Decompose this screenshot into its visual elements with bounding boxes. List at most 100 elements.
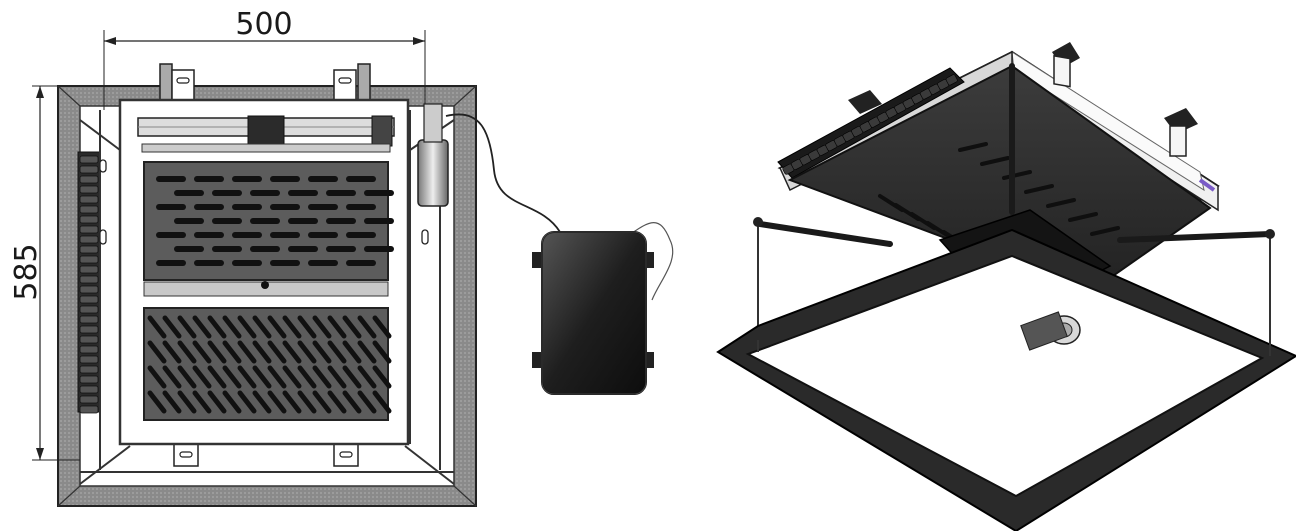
grille-slot [357, 365, 377, 389]
grille-slot [177, 340, 197, 364]
grille-slot [252, 365, 272, 389]
isometric-view [716, 42, 1296, 531]
grille-slot [156, 176, 186, 182]
grille-slot [267, 390, 287, 414]
height-dimension-label: 585 [9, 243, 44, 300]
chain-link [79, 305, 99, 314]
grille-slot [326, 246, 356, 252]
iso-bracket-1 [1052, 42, 1080, 88]
chain-link [79, 205, 99, 214]
chain-link [79, 405, 99, 414]
grille-slot [288, 246, 318, 252]
grille-slot [192, 365, 212, 389]
vent-slot [1046, 198, 1076, 208]
grille-slot [372, 340, 392, 364]
grille-slot [267, 315, 287, 339]
grille-slot [207, 340, 227, 364]
control-cable [445, 113, 561, 233]
grille-slot [250, 190, 280, 196]
grille-slot [308, 204, 338, 210]
grille-slot [250, 218, 280, 224]
grille-slot [372, 315, 392, 339]
chain-link [79, 185, 99, 194]
grille-slot [194, 260, 224, 266]
grille-slot [282, 315, 302, 339]
grille-slot [357, 340, 377, 364]
grille-slot [312, 340, 332, 364]
grille-slot [192, 390, 212, 414]
chain-link [79, 345, 99, 354]
grille-slot [232, 260, 262, 266]
grille-slot [312, 390, 332, 414]
chain-link [79, 275, 99, 284]
grille-slot [327, 365, 347, 389]
grille-slot [237, 390, 257, 414]
grille-slot [212, 246, 242, 252]
chain-link [79, 295, 99, 304]
grille-slot [342, 315, 362, 339]
grille-slot [297, 315, 317, 339]
width-dimension: 500 [103, 7, 426, 110]
grille-slot [237, 340, 257, 364]
grille-slot [346, 260, 376, 266]
grille-slot [312, 315, 332, 339]
grille-slot [207, 315, 227, 339]
grille-slot [156, 204, 186, 210]
chain-link [79, 255, 99, 264]
grille-slot [192, 315, 212, 339]
chain-link [79, 395, 99, 404]
chain-link [79, 285, 99, 294]
grille-slot [232, 204, 262, 210]
grille-slot [297, 365, 317, 389]
control-box [532, 222, 674, 395]
grille-slot [194, 232, 224, 238]
chain-link [79, 195, 99, 204]
grille-slot [364, 190, 394, 196]
grille-slot [207, 365, 227, 389]
grille-slot [222, 365, 242, 389]
chain-link [79, 375, 99, 384]
grille-slot [270, 260, 300, 266]
grille-slot [237, 315, 257, 339]
chain-link [79, 385, 99, 394]
grille-slot [282, 365, 302, 389]
grille-slot [147, 365, 167, 389]
upper-grille-panel [143, 161, 394, 281]
grille-slot [192, 340, 212, 364]
chain-link [945, 74, 958, 86]
grille-slot [357, 390, 377, 414]
chain-link [79, 235, 99, 244]
drive-shaft [137, 115, 395, 153]
grille-slot [270, 204, 300, 210]
grille-slot [162, 365, 182, 389]
grille-slot [308, 232, 338, 238]
grille-slot [267, 365, 287, 389]
grille-slot [270, 176, 300, 182]
iso-bracket-3 [848, 90, 882, 114]
grille-slot [147, 315, 167, 339]
chain-link [79, 315, 99, 324]
grille-slot [174, 190, 204, 196]
grille-slot [297, 340, 317, 364]
grille-slot [364, 246, 394, 252]
iso-trim-frame [716, 228, 1296, 531]
grille-slot [346, 204, 376, 210]
motor [417, 103, 449, 207]
grille-slot [288, 190, 318, 196]
grille-slot [252, 315, 272, 339]
chain-link [79, 355, 99, 364]
grille-slot [156, 232, 186, 238]
grille-slot [147, 390, 167, 414]
chain-link [79, 155, 99, 164]
chain-link [79, 325, 99, 334]
grille-slot [372, 390, 392, 414]
vent-slot [958, 142, 988, 152]
grille-slot [346, 176, 376, 182]
grille-slot [147, 340, 167, 364]
grille-slot [232, 176, 262, 182]
grille-slot [174, 218, 204, 224]
mounting-bracket-top-left [159, 63, 195, 105]
grille-slot [342, 390, 362, 414]
vent-slot [980, 156, 1010, 166]
